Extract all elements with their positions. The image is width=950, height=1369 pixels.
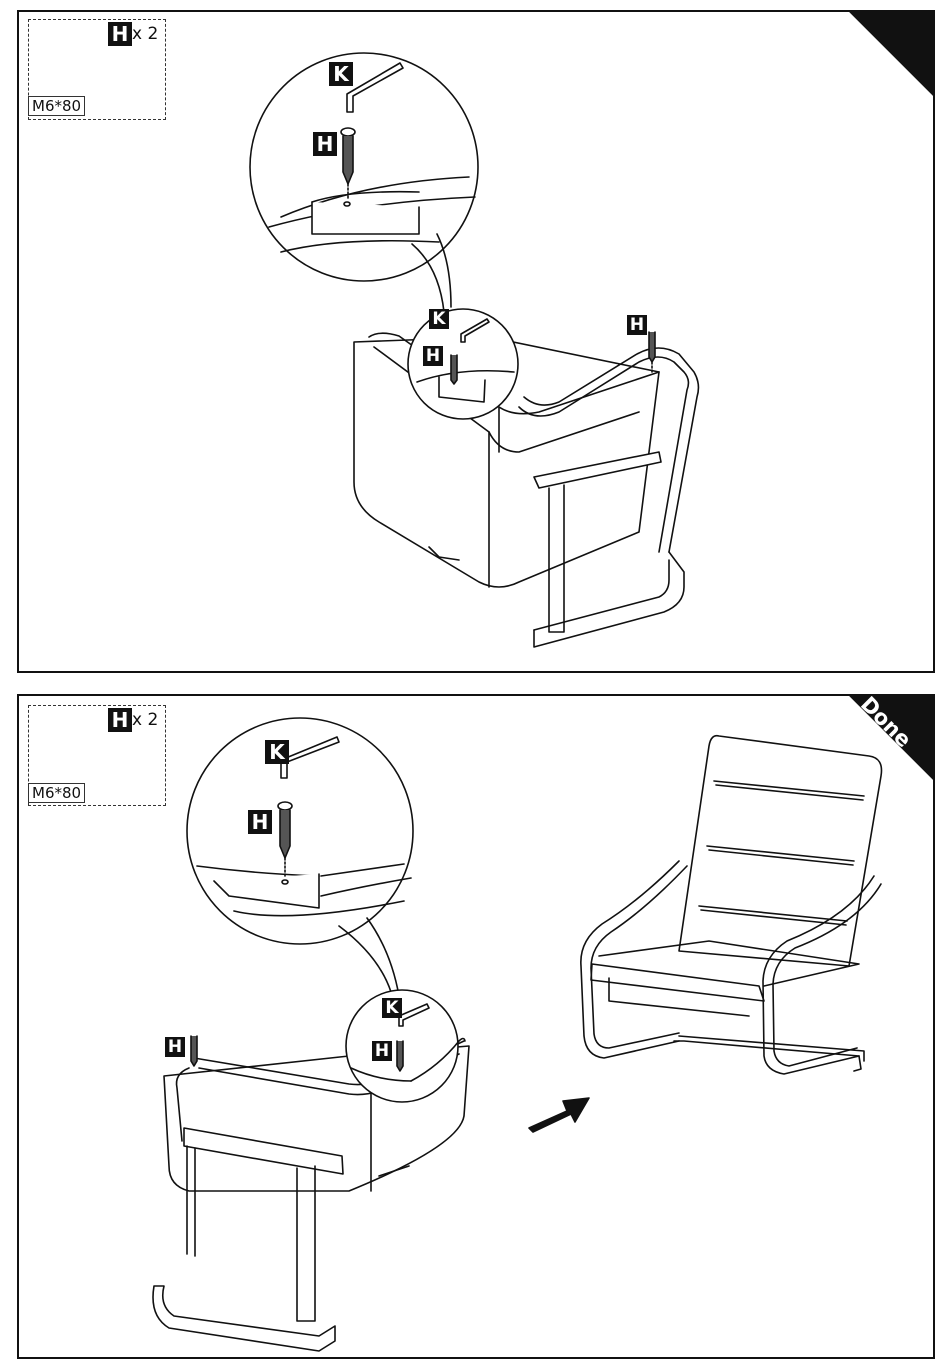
chair-wrench-tag: K — [382, 998, 402, 1018]
chair-bolt-tag-right: H — [627, 315, 647, 335]
hardware-size: M6*80 — [28, 783, 85, 803]
finished-chair — [581, 736, 882, 1074]
detail-magnifier — [187, 718, 413, 996]
arrow-icon — [529, 1098, 589, 1132]
detail-bolt-tag: H — [313, 132, 337, 156]
detail-magnifier — [250, 53, 478, 312]
step-panel-1: H x 2 M6*80 K H K H H — [17, 10, 935, 673]
hardware-quantity: x 2 — [132, 24, 158, 44]
hardware-part-tag: H — [108, 708, 132, 732]
detail-wrench-tag: K — [265, 740, 289, 764]
detail-wrench-tag: K — [329, 62, 353, 86]
hardware-size: M6*80 — [28, 96, 85, 116]
step-panel-2: Done H x 2 M6*80 K H K H H — [17, 694, 935, 1359]
detail-bolt-tag: H — [248, 810, 272, 834]
chair-bolt-tag-left: H — [423, 346, 443, 366]
hardware-quantity: x 2 — [132, 710, 158, 730]
chair-assembly — [354, 309, 698, 647]
chair-wrench-tag: K — [429, 309, 449, 329]
corner-flag — [845, 10, 935, 100]
chair-bolt-tag-right: H — [372, 1041, 392, 1061]
chair-bolt-tag-left: H — [165, 1037, 185, 1057]
hardware-part-tag: H — [108, 22, 132, 46]
chair-assembly — [153, 990, 469, 1351]
